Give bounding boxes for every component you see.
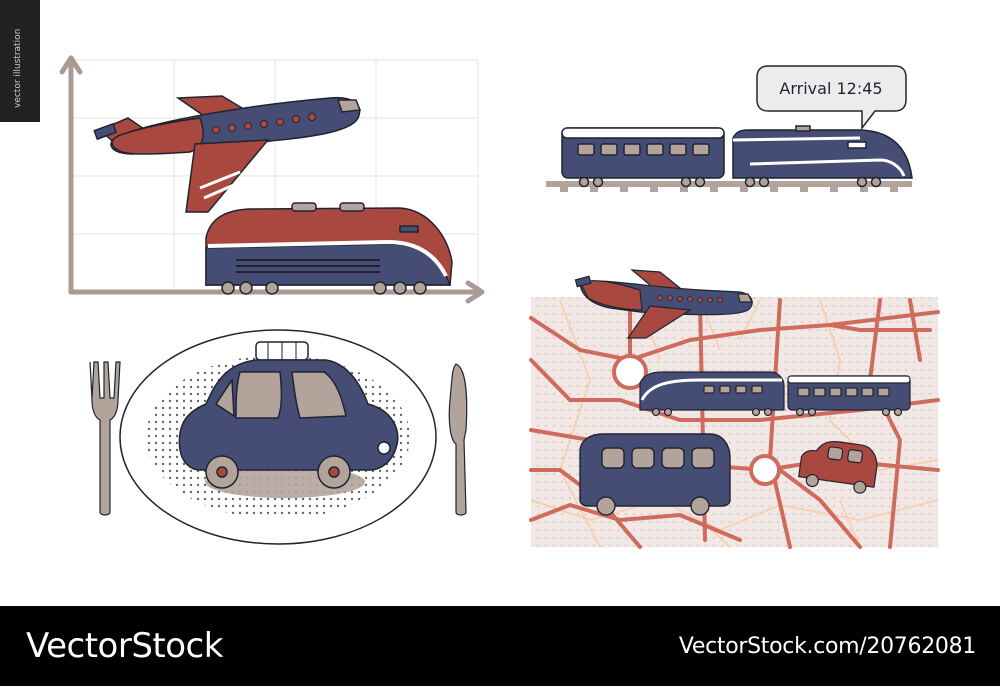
car-icon xyxy=(798,440,878,494)
airplane-icon xyxy=(93,95,362,213)
stock-id: VectorStock.com/20762081 xyxy=(678,634,976,659)
train-icon xyxy=(205,202,453,295)
watermark-footer: VectorStock VectorStock.com/20762081 xyxy=(0,606,1000,686)
brand-name: VectorStock xyxy=(26,626,223,666)
chart-panel xyxy=(59,55,485,304)
train-panel: Arrival 12:45 xyxy=(546,65,913,192)
speech-bubble: Arrival 12:45 xyxy=(756,65,907,131)
fork-icon xyxy=(89,361,121,516)
illustration-canvas: Arrival 12:45 xyxy=(59,55,940,549)
bus-icon xyxy=(579,433,731,516)
map-panel xyxy=(529,269,940,549)
train-icon xyxy=(561,125,913,188)
side-tab: vector illustration xyxy=(0,0,40,122)
knife-icon xyxy=(448,363,468,516)
rail-track xyxy=(546,181,912,192)
train-icon xyxy=(639,371,911,417)
arrival-text: Arrival 12:45 xyxy=(779,79,882,98)
map-roundabout xyxy=(749,454,781,486)
plate-panel xyxy=(89,329,468,545)
airplane-icon xyxy=(574,269,753,339)
car-icon xyxy=(178,341,399,489)
map-roundabout xyxy=(612,354,648,390)
